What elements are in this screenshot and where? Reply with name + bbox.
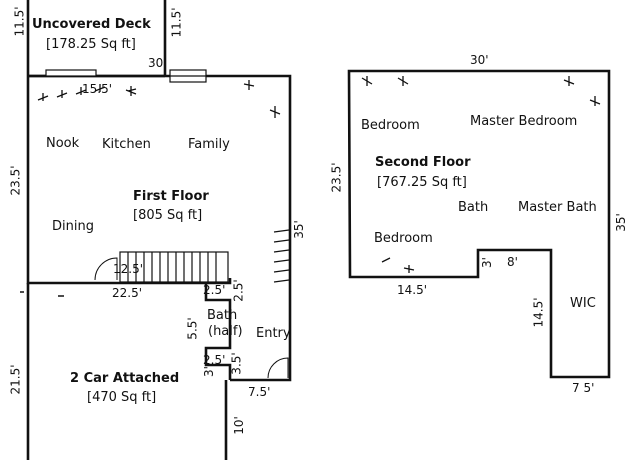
bath-dim-top-right: 2.5' <box>231 279 246 302</box>
room-entry: Entry <box>256 326 291 341</box>
room-bath-half: Bath <box>207 308 238 323</box>
garage-outline <box>26 283 228 460</box>
second-floor-dim-top: 30' <box>470 53 489 67</box>
wic-dim-bottom: 7 5' <box>572 381 595 395</box>
first-floor-dim-bottom-left: 22.5' <box>112 286 143 300</box>
plant-symbols <box>37 76 601 273</box>
second-floor-dim-right: 35' <box>613 213 628 232</box>
room-family: Family <box>188 137 230 152</box>
garage-dim-right: 10' <box>231 416 246 435</box>
bath-dim-top: 2.5' <box>203 283 226 297</box>
first-floor-dim-top-left: 15.5' <box>82 82 113 96</box>
garage-dim-left: 21.5' <box>8 364 23 395</box>
deck-window <box>45 69 97 77</box>
stairs-dim: 12.5' <box>113 262 144 276</box>
room-master-bath: Master Bath <box>518 200 597 215</box>
entry-door-swing <box>267 357 289 379</box>
entry-dim-left: 3.5' <box>229 352 244 375</box>
room-bath-upper: Bath <box>458 200 489 215</box>
garage-title: 2 Car Attached <box>70 371 180 386</box>
wall-hatching <box>273 229 290 283</box>
second-floor-outline <box>347 69 611 379</box>
room-bath-half-sub: (half) <box>208 324 243 339</box>
second-floor-dim-bottom-left: 14.5' <box>397 283 428 297</box>
second-floor-title: Second Floor <box>375 155 471 170</box>
wic-dim-left: 14.5' <box>531 297 546 328</box>
bath-dim-left: 5.5' <box>185 317 200 340</box>
deck-dim-top-right: 30' <box>148 56 167 70</box>
bath-dim-bottom: 2.5' <box>203 353 226 367</box>
second-floor-area: [767.25 Sq ft] <box>377 175 467 190</box>
second-floor-notch-h: 8' <box>507 255 518 269</box>
second-floor-notch-v: 3' <box>479 257 494 268</box>
room-master-bedroom: Master Bedroom <box>470 114 578 129</box>
deck-dim-left: 11.5' <box>12 6 27 37</box>
room-kitchen: Kitchen <box>102 137 151 152</box>
room-nook: Nook <box>46 136 80 151</box>
deck-title: Uncovered Deck <box>32 17 151 32</box>
room-bedroom-2: Bedroom <box>374 231 433 246</box>
garage-area: [470 Sq ft] <box>87 390 157 405</box>
first-floor-title: First Floor <box>133 189 209 204</box>
first-floor-area: [805 Sq ft] <box>133 208 203 223</box>
deck-dim-right: 11.5' <box>169 7 184 38</box>
second-floor-dim-left: 23.5' <box>329 162 344 193</box>
deck-area: [178.25 Sq ft] <box>46 37 136 52</box>
bath-dim-bottom-left: 3' <box>201 366 216 377</box>
room-dining: Dining <box>52 219 94 234</box>
first-floor-dim-left: 23.5' <box>8 165 23 196</box>
room-wic: WIC <box>570 296 596 311</box>
dining-door-swing <box>94 257 118 281</box>
entry-dim-bottom: 7.5' <box>248 385 271 399</box>
first-floor-dim-right: 35' <box>291 220 306 239</box>
stairs <box>119 251 229 283</box>
room-bedroom-1: Bedroom <box>361 118 420 133</box>
